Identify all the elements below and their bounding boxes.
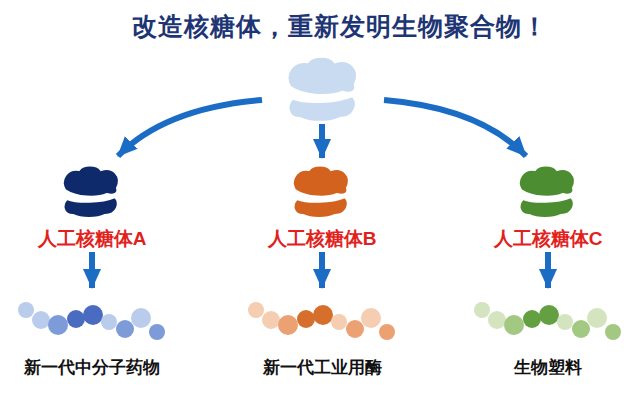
flow-arrow xyxy=(89,252,95,288)
product-label: 生物塑料 xyxy=(463,356,624,379)
polymer-bead xyxy=(504,315,524,335)
polymer-bead xyxy=(248,302,264,318)
source-ribosome xyxy=(287,56,357,122)
ribosome-label: 人工核糖体A xyxy=(17,226,167,252)
polymer-bead xyxy=(32,311,50,329)
polymer-bead xyxy=(572,320,590,338)
polymer-bead xyxy=(488,311,506,329)
polymer-bead xyxy=(18,302,34,318)
polymer-bead xyxy=(101,314,117,330)
product-label: 新一代工业用酶 xyxy=(237,356,407,379)
ribosome-small-subunit xyxy=(294,197,348,218)
polymer-bead xyxy=(523,310,541,328)
ribosome-small-subunit xyxy=(520,197,574,218)
diagram-title: 改造核糖体，重新发明生物聚合物！ xyxy=(60,10,620,43)
polymer-bead xyxy=(474,302,490,318)
polymer-bead xyxy=(67,310,85,328)
branch-arrow xyxy=(118,100,262,156)
ribosome-large-subunit xyxy=(293,166,349,197)
ribosome-small-subunit xyxy=(288,96,356,122)
ribosome-icon xyxy=(513,162,583,222)
polymer-bead xyxy=(116,320,134,338)
ribosome-large-subunit xyxy=(63,166,119,197)
ribosome-icon xyxy=(287,162,357,222)
polymer-node: 生物塑料 xyxy=(463,288,624,388)
ribosome-small-subunit xyxy=(64,197,118,218)
polymer-bead xyxy=(297,310,315,328)
polymer-bead xyxy=(48,315,68,335)
ribosome-icon xyxy=(57,162,127,222)
polymer-chain xyxy=(246,292,398,344)
polymer-bead xyxy=(131,308,151,328)
polymer-bead xyxy=(361,308,381,328)
ribosome-label: 人工核糖体B xyxy=(247,226,397,252)
polymer-bead xyxy=(149,324,165,340)
product-label: 新一代中分子药物 xyxy=(7,356,177,379)
ribosome-node: 人工核糖体C xyxy=(473,160,623,252)
polymer-bead xyxy=(313,305,333,325)
polymer-bead xyxy=(557,314,573,330)
polymer-node: 新一代中分子药物 xyxy=(7,288,177,388)
polymer-bead xyxy=(331,314,347,330)
branch-arrow xyxy=(384,100,526,156)
ribosome-large-subunit xyxy=(287,56,357,95)
polymer-chain xyxy=(472,292,624,344)
ribosome-label: 人工核糖体C xyxy=(473,226,623,252)
polymer-bead xyxy=(539,305,559,325)
ribosome-node: 人工核糖体A xyxy=(17,160,167,252)
polymer-bead xyxy=(262,311,280,329)
polymer-bead xyxy=(83,305,103,325)
polymer-bead xyxy=(278,315,298,335)
polymer-bead xyxy=(346,320,364,338)
polymer-bead xyxy=(587,308,607,328)
ribosome-node: 人工核糖体B xyxy=(247,160,397,252)
polymer-node: 新一代工业用酶 xyxy=(237,288,407,388)
polymer-chain xyxy=(16,292,168,344)
polymer-bead xyxy=(379,324,395,340)
flow-arrow xyxy=(545,252,551,288)
branch-arrow xyxy=(319,124,325,158)
flow-arrow xyxy=(319,252,325,288)
polymer-bead xyxy=(605,324,621,340)
ribosome-large-subunit xyxy=(519,166,575,197)
